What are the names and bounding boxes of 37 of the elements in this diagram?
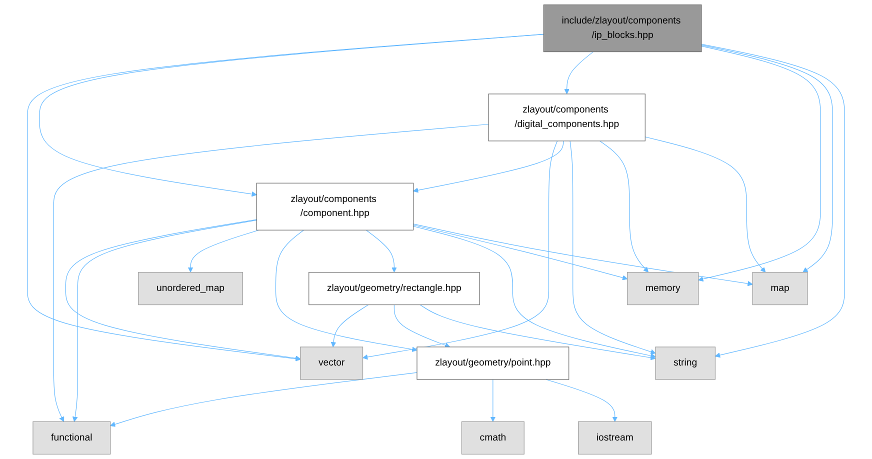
node-box: unordered_map <box>138 272 243 306</box>
arrow <box>644 136 766 272</box>
arrow <box>564 52 594 94</box>
node-box: zlayout/geometry/rectangle.hpp <box>308 272 480 306</box>
arrow <box>275 230 418 352</box>
arrow <box>362 140 558 360</box>
arrow <box>570 140 656 354</box>
node-box: zlayout/components /component.hpp <box>256 182 414 230</box>
node-box: include/zlayout/components /ip_blocks.hpp <box>543 4 702 52</box>
node-box: iostream <box>578 421 652 454</box>
node-box: string <box>655 346 716 380</box>
arrow <box>412 224 753 286</box>
node-box: map <box>752 272 808 306</box>
node-box: cmath <box>461 421 524 454</box>
arrow <box>330 304 369 348</box>
arrow <box>701 44 845 358</box>
node-box: zlayout/geometry/point.hpp <box>416 346 570 380</box>
arrow <box>27 34 544 362</box>
arrow <box>366 230 397 272</box>
arrow <box>65 219 301 361</box>
arrow <box>420 304 656 360</box>
arrow <box>546 379 618 422</box>
node-box: vector <box>300 346 364 380</box>
arrow <box>413 140 564 193</box>
arrow <box>394 304 450 348</box>
arrow <box>53 124 489 422</box>
node-box: memory <box>627 272 699 306</box>
node-box: zlayout/components /digital_components.hpp <box>488 94 646 142</box>
arrow <box>188 230 260 272</box>
arrow <box>39 34 544 197</box>
arrow <box>412 226 656 358</box>
arrow <box>412 224 628 280</box>
arrow <box>600 140 649 272</box>
arrow <box>72 220 257 422</box>
arrow <box>110 372 418 427</box>
node-box: functional <box>32 421 111 454</box>
arrow <box>490 379 496 422</box>
